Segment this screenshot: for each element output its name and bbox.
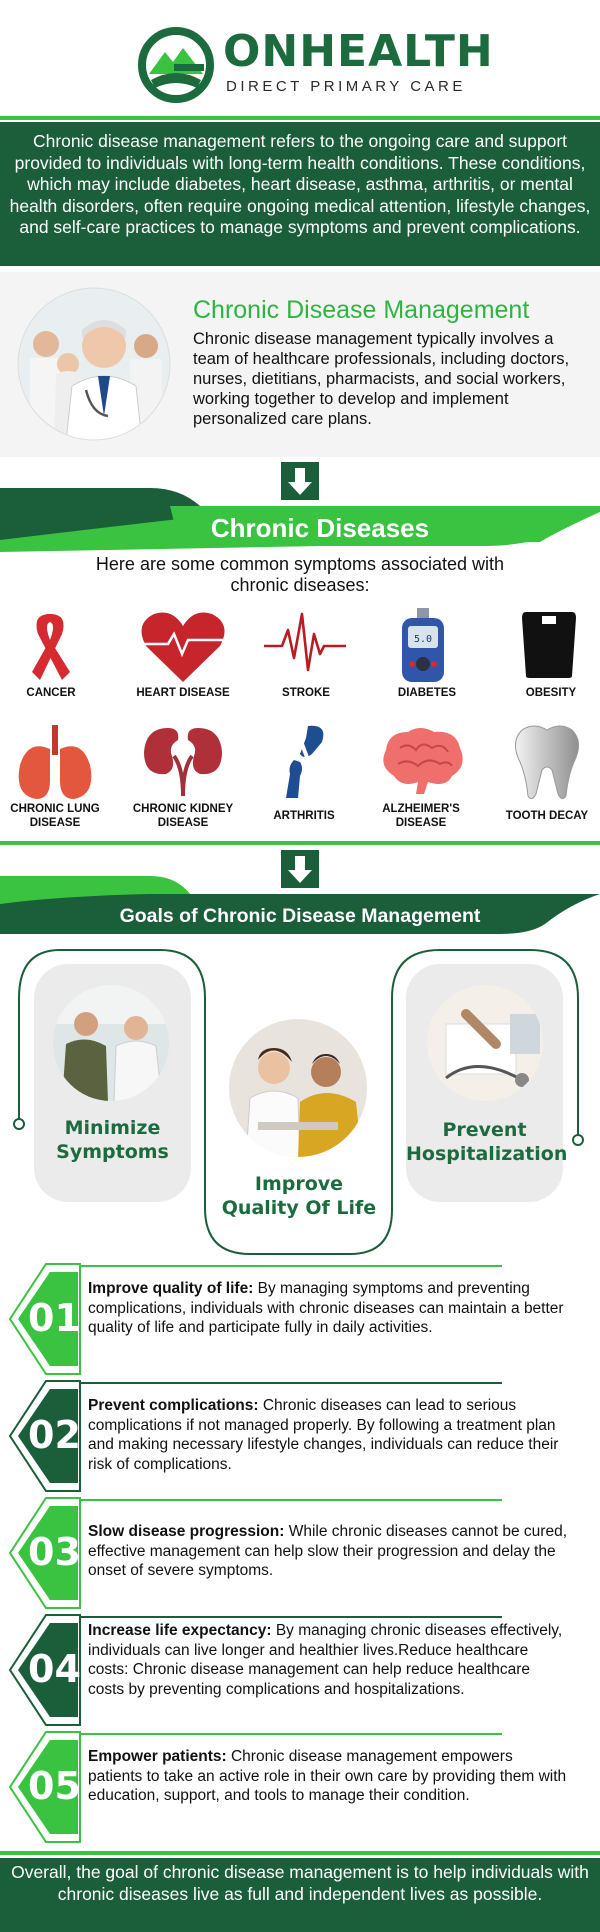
kidneys-icon (144, 728, 222, 797)
list-item: Prevent complications: Chronic diseases … (88, 1396, 568, 1474)
goal-improve-quality: Improve Quality Of Life (221, 1173, 377, 1219)
list-item-heading: Prevent complications: (88, 1397, 259, 1414)
footer-band (0, 1858, 600, 1932)
intro-text: Chronic disease management refers to the… (9, 131, 591, 237)
list-item-body: By managing symptoms and preventing comp… (88, 1280, 564, 1336)
list-number-04: 04 (28, 1647, 81, 1691)
disease-label-stroke: STROKE (282, 687, 330, 699)
cdm-text: Chronic disease management typically inv… (193, 330, 570, 428)
tooth-icon (515, 725, 579, 800)
knee-joint-icon (286, 725, 324, 798)
pulse-line-icon (264, 612, 346, 672)
list-item-body: Chronic diseases can lead to serious com… (88, 1397, 559, 1473)
list-item-heading: Slow disease progression: (88, 1523, 285, 1540)
list-item: Improve quality of life: By managing sym… (88, 1279, 568, 1338)
goal-prevent-hospitalization: Prevent Hospitalization (406, 1119, 568, 1165)
disease-label-diabetes: DIABETES (397, 687, 457, 699)
goal-minimize-symptoms: Minimize Symptoms (56, 1117, 169, 1163)
list-item-heading: Increase life expectancy: (88, 1622, 272, 1639)
divider (0, 116, 600, 120)
disease-label-obesity: OBESITY (525, 687, 577, 699)
brain-icon (383, 728, 463, 794)
numbered-badges (8, 1263, 502, 1843)
chronic-diseases-title: Chronic Diseases (210, 513, 430, 543)
disease-label-chronic-kidney: CHRONIC KIDNEY DISEASE (132, 803, 234, 829)
brand-name: ONHEALTH (223, 26, 494, 77)
list-number-01: 01 (28, 1296, 81, 1340)
divider (0, 1851, 600, 1855)
list-item-body: While chronic diseases cannot be cured, … (88, 1523, 568, 1579)
heart-icon (141, 612, 225, 682)
svg-text:5.0: 5.0 (414, 634, 432, 645)
goals-title: Goals of Chronic Disease Management (119, 905, 481, 927)
list-item: Increase life expectancy: By managing ch… (88, 1621, 568, 1699)
header: ONHEALTH DIRECT PRIMARY CARE (0, 0, 600, 112)
consultation-photo (229, 1019, 367, 1157)
goals-banner (0, 876, 600, 934)
list-item: Empower patients: Chronic disease manage… (88, 1747, 568, 1806)
footer-text: Overall, the goal of chronic disease man… (11, 1862, 589, 1904)
list-number-02: 02 (28, 1413, 81, 1457)
disease-label-cancer: CANCER (26, 687, 76, 699)
disease-label-tooth-decay: TOOTH DECAY (505, 810, 589, 822)
list-item-body: Chronic disease management empowers pati… (88, 1748, 567, 1804)
glucose-meter-icon: 5.0 (402, 608, 444, 682)
doctor-visit-photo (53, 985, 169, 1101)
down-arrow-icon (281, 462, 319, 500)
list-item-heading: Improve quality of life: (88, 1280, 254, 1297)
disease-label-arthritis: ARTHRITIS (273, 810, 335, 822)
down-arrow-icon (281, 850, 319, 888)
disease-label-heart-disease: HEART DISEASE (136, 687, 230, 699)
doctors-photo (17, 287, 171, 441)
chronic-diseases-banner (0, 488, 600, 552)
intro-band (0, 122, 600, 266)
mountain-logo-icon (138, 27, 214, 103)
lungs-icon (18, 725, 92, 799)
divider (0, 841, 600, 845)
disease-label-chronic-lung: CHRONIC LUNG DISEASE (10, 803, 100, 829)
list-item: Slow disease progression: While chronic … (88, 1522, 568, 1581)
cdm-title: Chronic Disease Management (193, 296, 530, 324)
list-number-03: 03 (28, 1530, 81, 1574)
scale-icon (522, 612, 576, 678)
list-item-heading: Empower patients: (88, 1748, 227, 1765)
list-item-body: By managing chronic diseases effectively… (88, 1622, 563, 1698)
symptoms-intro: Here are some common symptoms associated… (95, 554, 505, 595)
disease-label-alzheimers: ALZHEIMER'S DISEASE (382, 803, 460, 829)
brand-subtitle: DIRECT PRIMARY CARE (226, 78, 466, 95)
medical-desk-photo (427, 985, 543, 1101)
cancer-ribbon-icon (32, 614, 70, 680)
list-number-05: 05 (28, 1764, 81, 1808)
